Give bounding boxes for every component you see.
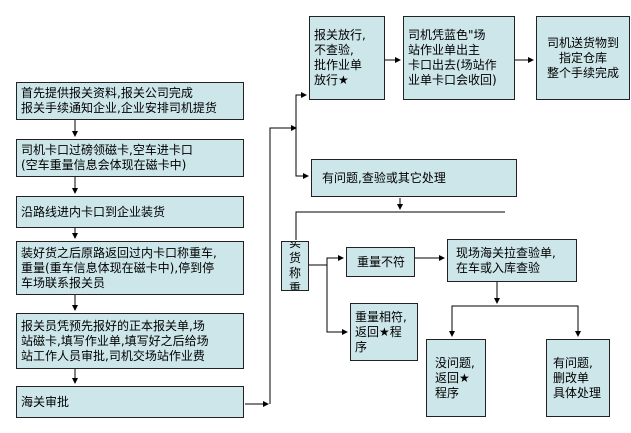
step-has-problem: 有问题, 删改单 具体处理 bbox=[546, 339, 610, 417]
step-onsite-inspection: 现场海关拉查验单, 在车或入库查验 bbox=[447, 239, 577, 282]
step-release-no-inspection: 报关放行, 不查验, 批作业单 放行★ bbox=[309, 16, 385, 100]
step-weigh-goods: 实货 称重 bbox=[281, 241, 309, 291]
step-deliver-warehouse: 司机送货物到 指定仓库 整个手续完成 bbox=[536, 16, 630, 100]
step-weight-match: 重量相符, 返回★程序 bbox=[350, 303, 418, 361]
weigh-feed bbox=[295, 211, 505, 215]
weigh-to-match bbox=[326, 265, 348, 335]
inspect-split bbox=[451, 305, 579, 335]
step-load-goods: 沿路线进内卡口到企业装货 bbox=[16, 196, 244, 228]
step-card-checkpoint: 司机卡口过磅领磁卡,空车进卡口 (空车重量信息会体现在磁卡中) bbox=[16, 139, 244, 177]
step-weigh-return: 装好货之后原路返回过内卡口称重车, 重量(重车信息体现在磁卡中),停到停 车场联… bbox=[16, 241, 244, 295]
step-exit-main-checkpoint: 司机凭蓝色"场 站作业单出主 卡口出去(场站作 业单卡口会收回) bbox=[403, 16, 515, 100]
step-provide-documents: 首先提供报关资料,报关公司完成 报关手续通知企业,企业安排司机提货 bbox=[16, 82, 244, 120]
step-issue-inspection: 有问题,查验或其它处理 bbox=[311, 159, 517, 197]
issue-split bbox=[295, 128, 309, 179]
step-customs-approval: 海关审批 bbox=[16, 386, 244, 418]
step-weight-mismatch: 重量不符 bbox=[346, 247, 415, 277]
step-no-problem: 没问题, 返回★ 程序 bbox=[426, 339, 486, 417]
weigh-to-mismatch bbox=[309, 255, 344, 266]
release-split bbox=[295, 92, 307, 128]
step-broker-submit: 报关员凭预先报好的正本报关单,场 站磁卡,填写作业单,填写好之后给场 站工作人员… bbox=[16, 313, 244, 369]
